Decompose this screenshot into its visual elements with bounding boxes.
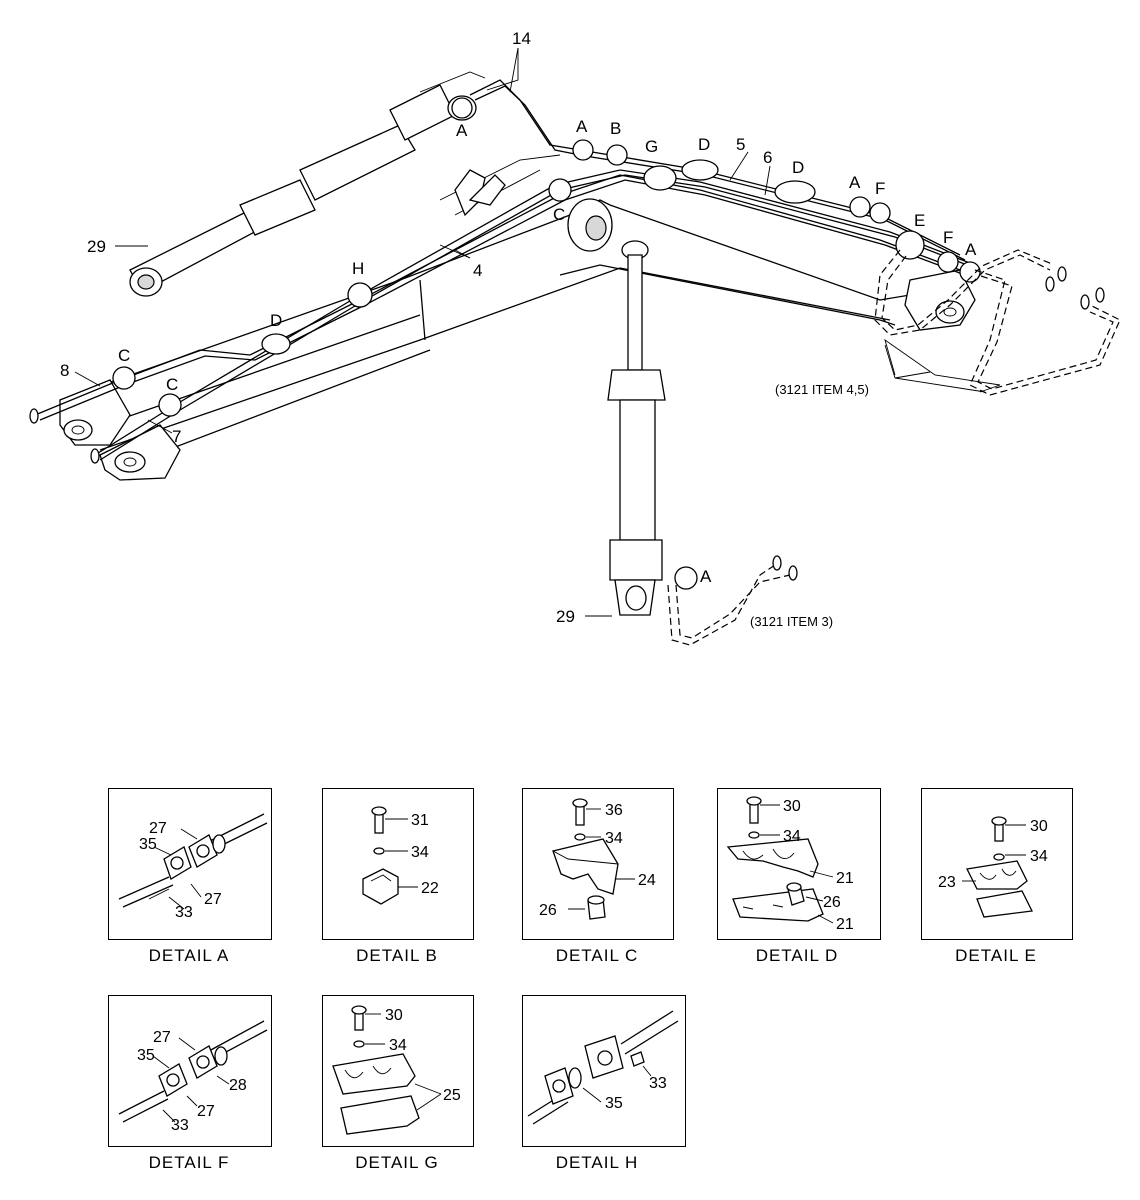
detail-a-label: 27 [149,820,167,837]
detail-b-label: 22 [421,880,439,897]
detail-f-label: 35 [137,1047,155,1064]
detail-h-box: 35 33 [522,995,686,1147]
detail-f-label: 27 [153,1029,171,1046]
callout-6: 6 [763,148,772,167]
detail-c-label: 36 [605,802,623,819]
callout-a: A [456,121,468,140]
detail-d-label: 26 [823,894,841,911]
callout-5: 5 [736,135,745,154]
detail-a-label: 35 [139,836,157,853]
detail-e-title: DETAIL E [955,946,1037,965]
cylinder-hoses [667,555,798,646]
detail-a-label: 27 [204,891,222,908]
detail-g-title: DETAIL G [355,1153,439,1172]
detail-d-title: DETAIL D [755,946,839,965]
callout-a: A [849,173,861,192]
detail-f-label: 33 [171,1117,189,1134]
detail-b-title: DETAIL B [356,946,438,965]
detail-c-label: 26 [539,902,557,919]
detail-h-label: 33 [649,1075,667,1092]
callout-c: C [553,205,565,224]
detail-d-label: 21 [836,870,854,887]
detail-g-drawing: 30 34 25 [332,1005,461,1135]
detail-a-drawing: 27 35 27 33 [118,813,268,921]
detail-b-label: 34 [411,844,429,861]
callout-a: A [965,240,977,259]
boom-cylinder [607,240,666,616]
detail-f-title: DETAIL F [148,1153,230,1172]
detail-a-box: 27 35 27 33 [108,788,272,940]
detail-g-label: 25 [443,1087,461,1104]
callout-a: A [700,567,712,586]
boom-body [59,154,976,481]
detail-f-drawing: 27 35 28 27 33 [118,1020,268,1134]
detail-g-label: 30 [385,1007,403,1024]
detail-g-label: 34 [389,1037,407,1054]
boom-piping-diagram: 14 A A B G D 5 6 D A F E F A C H 4 D C C… [29,29,1121,646]
callout-f: F [943,228,953,247]
leader-lines [74,47,771,617]
callout-e: E [914,211,925,230]
detail-c-label: 34 [605,830,623,847]
callout-f: F [875,179,885,198]
callout-29: 29 [556,607,575,626]
detail-e-box: 30 34 23 [921,788,1073,940]
detail-g-box: 30 34 25 [322,995,474,1147]
detail-c-box: 36 34 24 26 [522,788,674,940]
detail-b-label: 31 [411,812,429,829]
detail-f-box: 27 35 28 27 33 [108,995,272,1147]
reference-items-4-5: (3121 ITEM 4,5) [775,382,869,397]
detail-h-title: DETAIL H [555,1153,639,1172]
detail-b-box: 31 34 22 [322,788,474,940]
detail-a-title: DETAIL A [148,946,230,965]
callout-14: 14 [512,29,531,48]
detail-f-label: 28 [229,1077,247,1094]
detail-e-label: 23 [938,874,956,891]
clamp-markers [112,97,981,590]
detail-d-label: 34 [783,828,801,845]
callout-h: H [352,259,364,278]
reference-item-3: (3121 ITEM 3) [750,614,833,629]
detail-c-drawing: 36 34 24 26 [539,798,656,920]
detail-d-label: 21 [836,916,854,933]
detail-a-label: 33 [175,904,193,921]
callout-b: B [610,119,621,138]
tip-hoses [874,249,1121,396]
callout-g: G [645,137,658,156]
detail-d-label: 30 [783,798,801,815]
callout-29: 29 [87,237,106,256]
detail-e-label: 30 [1030,818,1048,835]
detail-c-title: DETAIL C [555,946,639,965]
callout-7: 7 [172,427,181,446]
detail-h-drawing: 35 33 [527,1010,679,1125]
detail-h-label: 35 [605,1095,623,1112]
callout-labels: 14 A A B G D 5 6 D A F E F A C H 4 D C C… [60,29,977,629]
callout-d: D [698,135,710,154]
callout-d: D [792,158,804,177]
detail-d-drawing: 30 34 21 26 21 [726,796,854,933]
callout-c: C [118,346,130,365]
detail-c-label: 24 [638,872,656,889]
detail-e-label: 34 [1030,848,1048,865]
callout-a: A [576,117,588,136]
callout-c: C [166,375,178,394]
detail-e-drawing: 30 34 23 [938,816,1048,918]
detail-d-box: 30 34 21 26 21 [717,788,881,940]
detail-f-label: 27 [197,1103,215,1120]
detail-b-drawing: 31 34 22 [362,806,439,905]
callout-8: 8 [60,361,69,380]
callout-4: 4 [473,261,482,280]
callout-d: D [270,311,282,330]
